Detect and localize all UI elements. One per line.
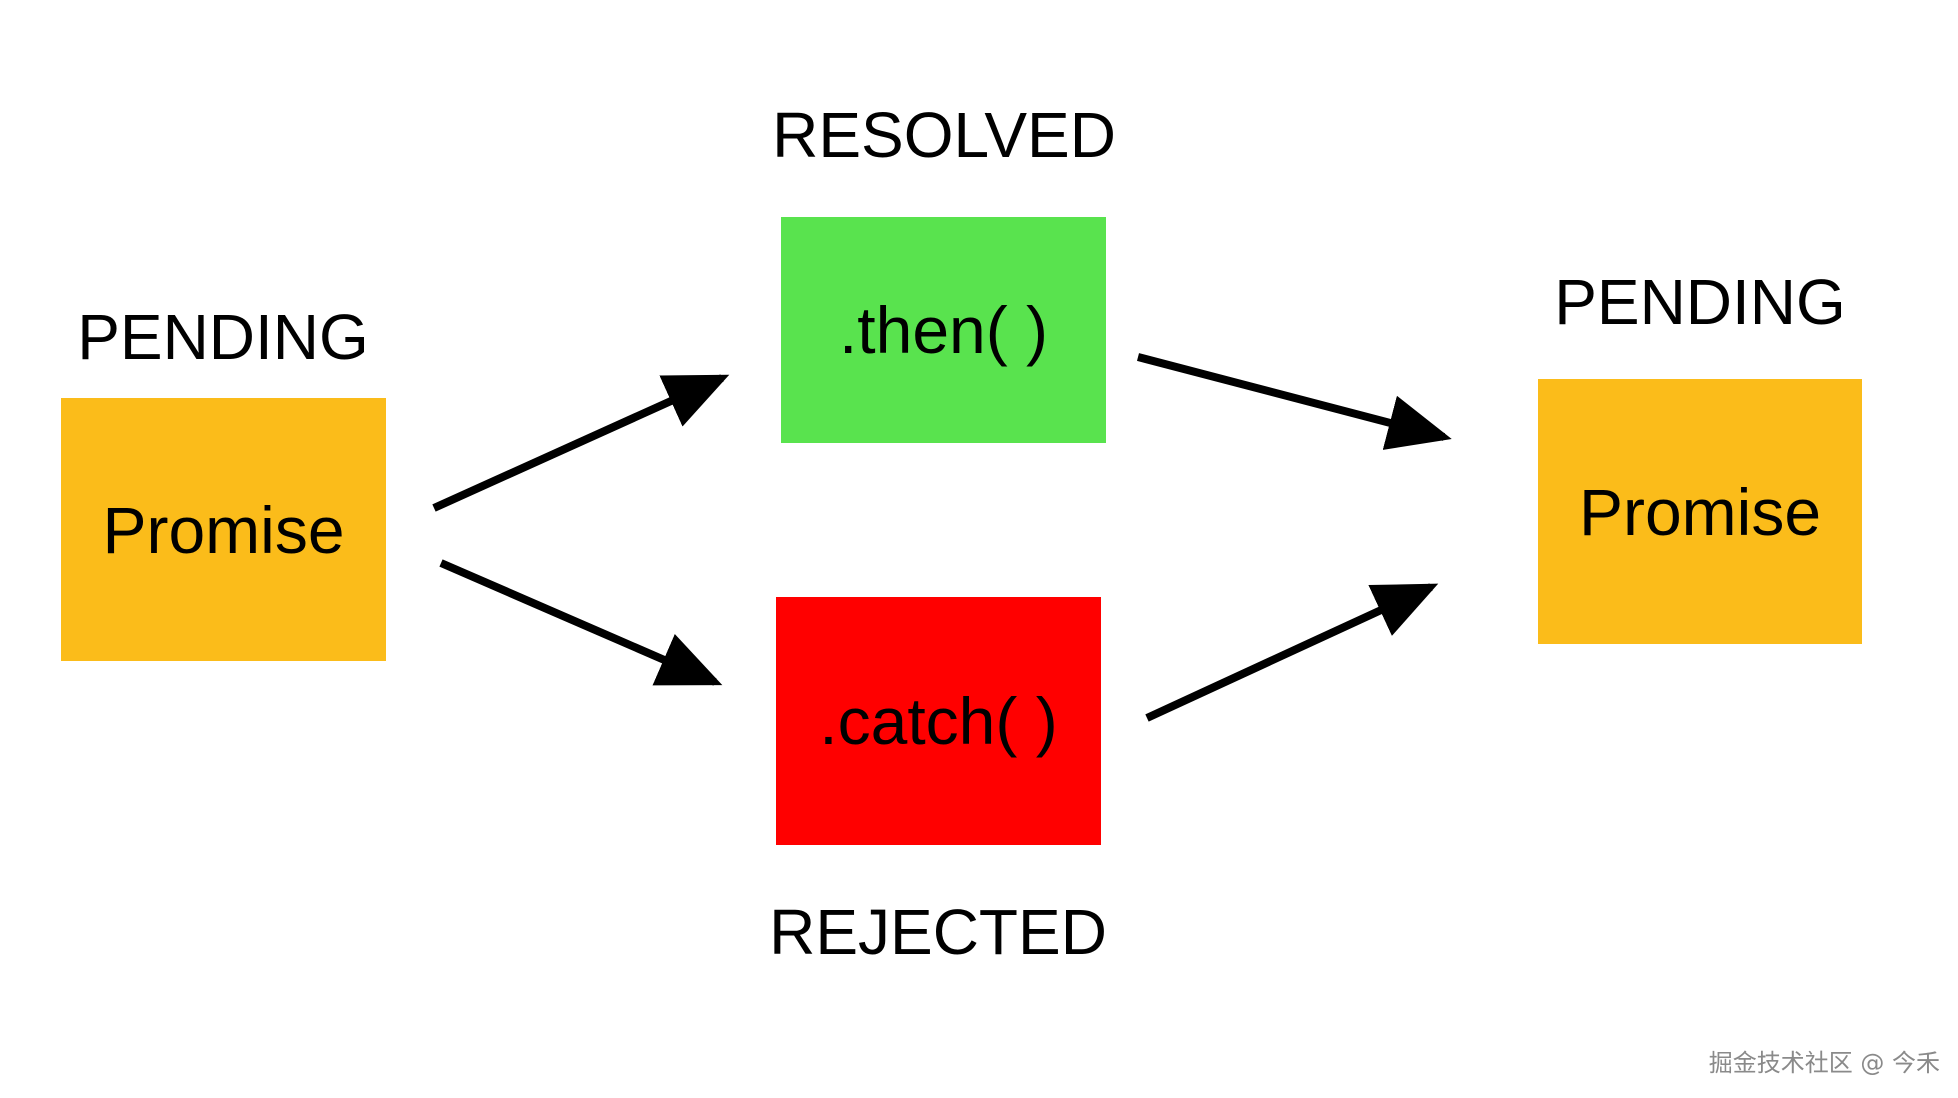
arrow-promise-to-then — [432, 374, 730, 512]
then-text: .then( ) — [838, 293, 1049, 367]
left-pending-label: PENDING — [77, 301, 369, 373]
watermark-text: 掘金技术社区 @ 今禾 — [1708, 1049, 1940, 1077]
left-promise-text: Promise — [102, 492, 345, 567]
arrow-catch-to-promise — [1145, 583, 1439, 722]
right-pending-label: PENDING — [1554, 266, 1846, 338]
rejected-label: REJECTED — [769, 896, 1107, 968]
resolved-label: RESOLVED — [772, 99, 1116, 171]
then-box: .then( ) — [781, 217, 1106, 443]
right-promise-text: Promise — [1578, 474, 1822, 549]
arrow-promise-to-catch — [439, 559, 723, 686]
catch-box: .catch( ) — [776, 597, 1101, 845]
arrow-then-to-promise — [1136, 353, 1452, 450]
right-promise-box: Promise — [1538, 379, 1862, 644]
catch-text: .catch( ) — [819, 684, 1058, 758]
left-promise-box: Promise — [61, 398, 386, 661]
